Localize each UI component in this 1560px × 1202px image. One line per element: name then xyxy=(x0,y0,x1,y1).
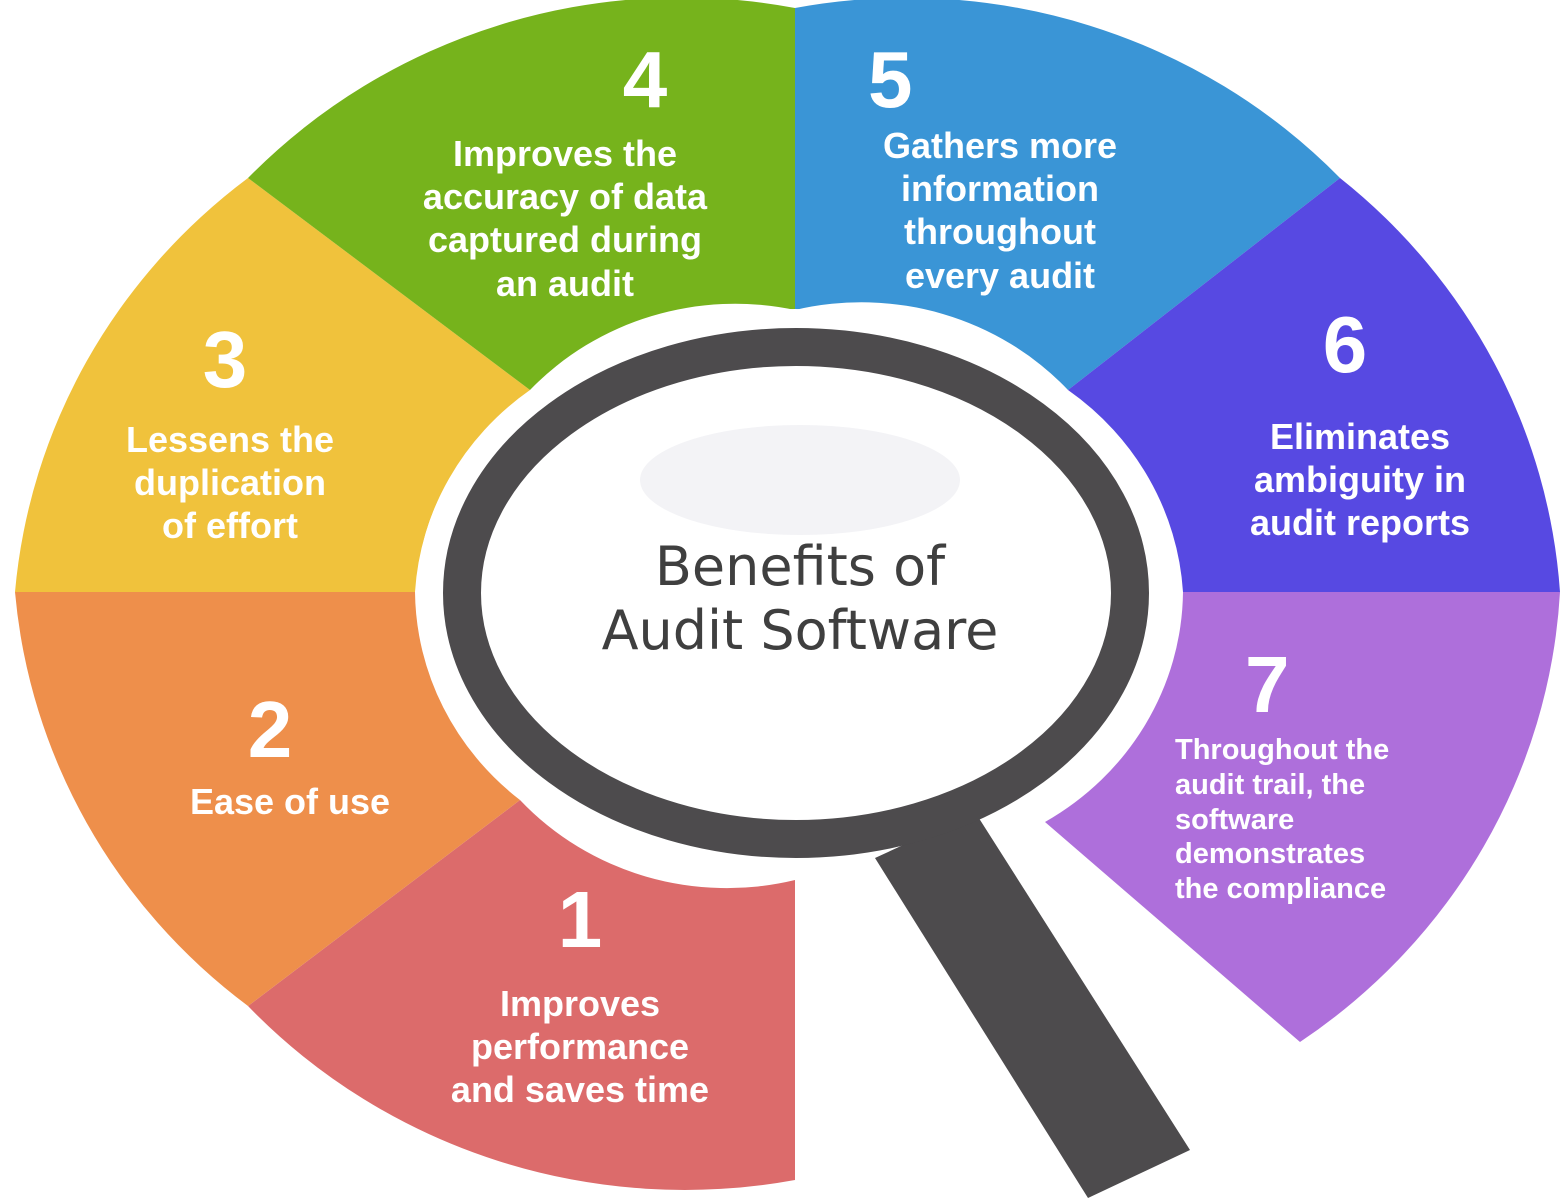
magnifier-lens-ring xyxy=(443,328,1149,858)
segment-4-line: captured during xyxy=(427,219,702,261)
segment-7-number: 7 xyxy=(1245,640,1290,729)
segment-5-number: 5 xyxy=(868,35,913,124)
segment-3-line: Lessens the xyxy=(125,419,335,460)
segment-6-line: ambiguity in xyxy=(1253,459,1466,501)
segment-4-line: an audit xyxy=(495,262,634,304)
segment-7 xyxy=(1045,592,1560,1042)
segment-6-number: 6 xyxy=(1322,300,1368,389)
magnifier-icon xyxy=(417,309,1190,1198)
diagram-title: Benefits of Audit Software xyxy=(520,535,1080,662)
segment-3 xyxy=(15,178,530,592)
segment-4-number: 4 xyxy=(622,35,668,124)
segment-3-line: duplication xyxy=(134,462,326,504)
segment-1-line: and saves time xyxy=(450,1069,710,1111)
segment-4-line: accuracy of data xyxy=(422,176,708,218)
segment-2 xyxy=(15,592,520,1006)
segment-6-line: audit reports xyxy=(1249,502,1471,544)
segment-7-label: 7 Throughout the audit trail, the softwa… xyxy=(1175,645,1475,907)
segment-1-line: performance xyxy=(470,1026,690,1068)
segment-1-text: Improves performance and saves time xyxy=(420,982,740,1112)
segment-1-number: 1 xyxy=(557,875,603,964)
segment-5-line: information xyxy=(901,168,1099,210)
segment-6-line: Eliminates xyxy=(1269,416,1451,457)
segment-5 xyxy=(795,0,1340,390)
segment-6 xyxy=(1068,178,1560,592)
segment-5-label: 5 Gathers more information throughout ev… xyxy=(810,40,1190,297)
lens-highlight xyxy=(640,425,960,535)
segment-7-line: the compliance xyxy=(1175,873,1387,906)
segment-7-text: Throughout the audit trail, the software… xyxy=(1175,733,1475,907)
segment-6-label: 6 Eliminates ambiguity in audit reports xyxy=(1190,305,1530,545)
segment-5-line: every audit xyxy=(904,254,1096,296)
segment-2-line: Ease of use xyxy=(189,781,391,822)
segment-1 xyxy=(248,800,795,1190)
segment-2-number: 2 xyxy=(247,685,293,774)
segment-2-label: 2 Ease of use xyxy=(120,690,420,823)
segment-6-text: Eliminates ambiguity in audit reports xyxy=(1190,415,1530,545)
segment-1-label: 1 Improves performance and saves time xyxy=(420,880,740,1112)
diagram-title-line-2: Audit Software xyxy=(601,598,999,662)
segment-7-line: audit trail, the xyxy=(1175,768,1366,801)
segment-1-line: Improves xyxy=(499,983,661,1024)
segment-5-line: throughout xyxy=(904,211,1096,253)
segment-3-label: 3 Lessens the duplication of effort xyxy=(80,320,380,548)
segment-5-line: Gathers more xyxy=(882,125,1118,166)
segment-7-line: software xyxy=(1175,803,1295,836)
segment-4-text: Improves the accuracy of data captured d… xyxy=(370,132,760,305)
segment-4-line: Improves the xyxy=(452,133,678,174)
diagram-title-line-1: Benefits of xyxy=(654,535,946,598)
segment-4-label: 4 Improves the accuracy of data captured… xyxy=(380,40,760,305)
segment-7-line: demonstrates xyxy=(1175,838,1366,871)
magnifier-handle xyxy=(875,812,1190,1198)
segment-2-text: Ease of use xyxy=(160,780,420,823)
segment-4 xyxy=(248,0,795,390)
segment-3-text: Lessens the duplication of effort xyxy=(80,418,380,548)
segment-3-number: 3 xyxy=(202,315,248,404)
segment-3-line: of effort xyxy=(162,505,298,547)
segment-5-text: Gathers more information throughout ever… xyxy=(810,124,1190,297)
segment-7-line: Throughout the xyxy=(1175,734,1390,766)
